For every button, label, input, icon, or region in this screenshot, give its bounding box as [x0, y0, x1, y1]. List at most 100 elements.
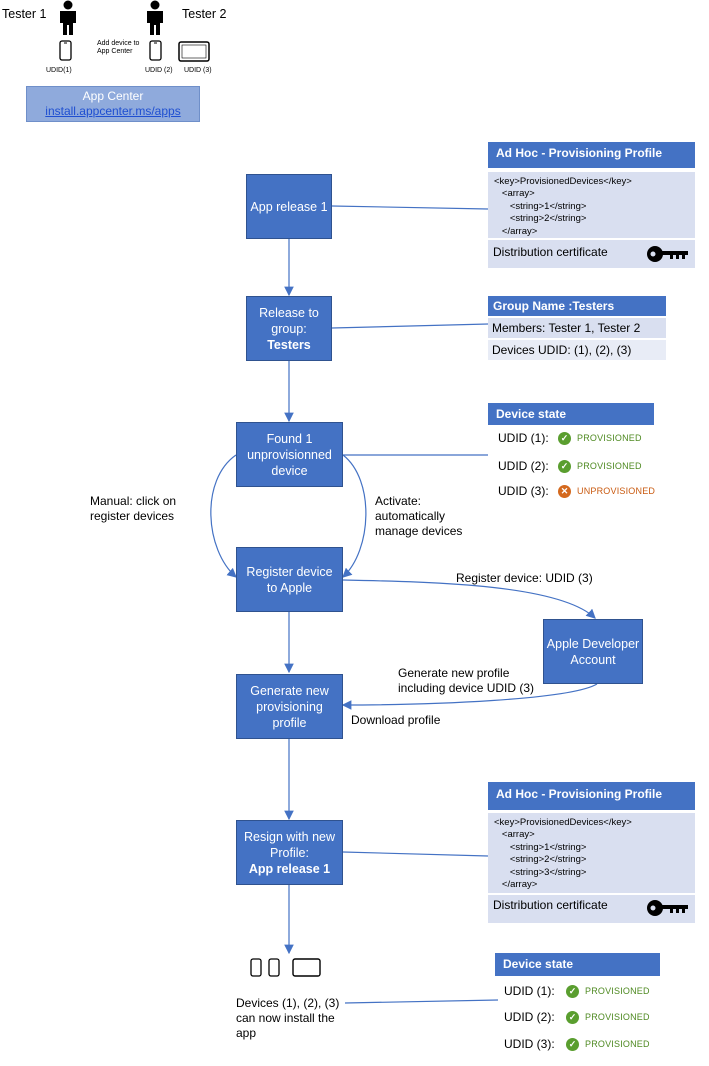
person-icon [60, 0, 76, 35]
activate-line3: manage devices [375, 524, 463, 538]
state2-title: Device state [495, 953, 660, 976]
udid1-label: UDID(1) [46, 67, 72, 74]
link-resign-profile [342, 851, 489, 857]
link-group-panel [331, 323, 489, 329]
person-icon [147, 0, 163, 35]
phone-icon [250, 958, 262, 977]
found-line1: Found 1 [266, 431, 313, 446]
profile1-code: <key>ProvisionedDevices</key> <array> <s… [488, 172, 695, 238]
check-icon: ✓ [566, 1010, 579, 1024]
profile1-cert-row: Distribution certificate [488, 240, 695, 268]
state2-udid: UDID (2): [504, 1010, 555, 1024]
generate-profile-box: Generate new provisioning profile [236, 674, 343, 739]
state2-status: PROVISIONED [585, 1012, 650, 1022]
apple-dev-line1: Apple Developer [546, 636, 640, 651]
state2-row: UDID (1): ✓ PROVISIONED [504, 984, 650, 998]
register-udid-label: Register device: UDID (3) [456, 571, 593, 585]
generate-edge-line1: Generate new profile [398, 666, 510, 680]
download-profile-label: Download profile [351, 713, 441, 727]
link-devices-state [344, 999, 499, 1004]
profile2-code: <key>ProvisionedDevices</key> <array> <s… [488, 813, 695, 893]
generate-line2: provisioning [256, 699, 323, 714]
activate-line2: automatically [375, 509, 446, 523]
generate-edge-line2: including device UDID (3) [398, 681, 535, 695]
tablet-icon [178, 41, 210, 62]
register-device-box: Register device to Apple [236, 547, 343, 612]
found-line2: unprovisionned [247, 447, 332, 462]
phone-icon [59, 40, 72, 61]
state1-row: UDID (1): ✓ PROVISIONED [498, 431, 642, 445]
state2-row: UDID (3): ✓ PROVISIONED [504, 1037, 650, 1051]
tester2-label: Tester 2 [182, 7, 227, 21]
state1-udid: UDID (2): [498, 459, 549, 473]
profile2-cert-row: Distribution certificate [488, 895, 695, 923]
state2-status: PROVISIONED [585, 1039, 650, 1049]
cross-icon: ✕ [558, 484, 571, 498]
app-release-box: App release 1 [246, 174, 332, 239]
state2-udid: UDID (3): [504, 1037, 555, 1051]
release-group-box: Release to group: Testers [246, 296, 332, 361]
manual-line1: Manual: click on [90, 494, 177, 508]
state1-row: UDID (2): ✓ PROVISIONED [498, 459, 642, 473]
add-device-note: Add device to App Center [97, 40, 140, 55]
found-line3: device [271, 463, 308, 478]
state1-status: PROVISIONED [577, 433, 642, 443]
tablet-icon [292, 958, 321, 977]
appcenter-box: App Center install.appcenter.ms/apps [26, 86, 200, 122]
udid2-label: UDID (2) [145, 67, 173, 74]
activate-label: Activate: automatically manage devices [375, 494, 462, 539]
devices-note: Devices (1), (2), (3) can now install th… [236, 996, 339, 1041]
arrow-manual [210, 454, 237, 578]
resign-line3: App release 1 [248, 861, 331, 876]
appcenter-title: App Center [82, 89, 144, 103]
devices-note-line2: can now install the [236, 1011, 335, 1025]
tester1-label: Tester 1 [2, 7, 47, 21]
profile2-title: Ad Hoc - Provisioning Profile [488, 782, 695, 810]
release-group-line2: group: [271, 321, 307, 336]
arrow-register-apple [342, 579, 596, 619]
resign-line1: Resign with new [243, 829, 335, 844]
group-title: Group Name :Testers [488, 296, 666, 316]
generate-profile-label: Generate new profile including device UD… [398, 666, 534, 696]
manual-line2: register devices [90, 509, 175, 523]
devices-note-line1: Devices (1), (2), (3) [236, 996, 340, 1010]
arrow-activate [342, 454, 367, 578]
release-group-line3: Testers [267, 337, 311, 352]
profile1-title: Ad Hoc - Provisioning Profile [488, 142, 695, 168]
check-icon: ✓ [558, 459, 571, 473]
check-icon: ✓ [566, 1037, 579, 1051]
state2-udid: UDID (1): [504, 984, 555, 998]
found-device-box: Found 1 unprovisionned device [236, 422, 343, 487]
group-devices: Devices UDID: (1), (2), (3) [488, 340, 666, 360]
key-icon [647, 900, 688, 916]
devices-note-line3: app [236, 1026, 257, 1040]
udid3-label: UDID (3) [184, 67, 212, 74]
state1-title: Device state [488, 403, 654, 425]
register-line1: Register device [246, 564, 333, 579]
generate-line1: Generate new [250, 683, 329, 698]
profile2-cert: Distribution certificate [493, 898, 608, 912]
state2-row: UDID (2): ✓ PROVISIONED [504, 1010, 650, 1024]
link-release-profile [331, 205, 489, 210]
release-group-line1: Release to [259, 305, 319, 320]
register-line2: to Apple [266, 580, 313, 595]
check-icon: ✓ [566, 984, 579, 998]
appcenter-link[interactable]: install.appcenter.ms/apps [45, 104, 181, 118]
apple-developer-box: Apple Developer Account [543, 619, 643, 684]
phone-icon [149, 40, 162, 61]
state1-udid: UDID (3): [498, 484, 549, 498]
state1-udid: UDID (1): [498, 431, 549, 445]
resign-box: Resign with new Profile: App release 1 [236, 820, 343, 885]
state1-status: UNPROVISIONED [577, 486, 656, 496]
group-members: Members: Tester 1, Tester 2 [488, 318, 666, 338]
profile1-cert: Distribution certificate [493, 245, 608, 259]
app-release-label: App release 1 [250, 199, 328, 214]
state2-status: PROVISIONED [585, 986, 650, 996]
activate-line1: Activate: [375, 494, 422, 508]
apple-dev-line2: Account [570, 652, 616, 667]
phone-icon [268, 958, 280, 977]
key-icon [647, 246, 688, 262]
resign-line2: Profile: [270, 845, 309, 860]
arrow-download-profile [341, 683, 598, 710]
